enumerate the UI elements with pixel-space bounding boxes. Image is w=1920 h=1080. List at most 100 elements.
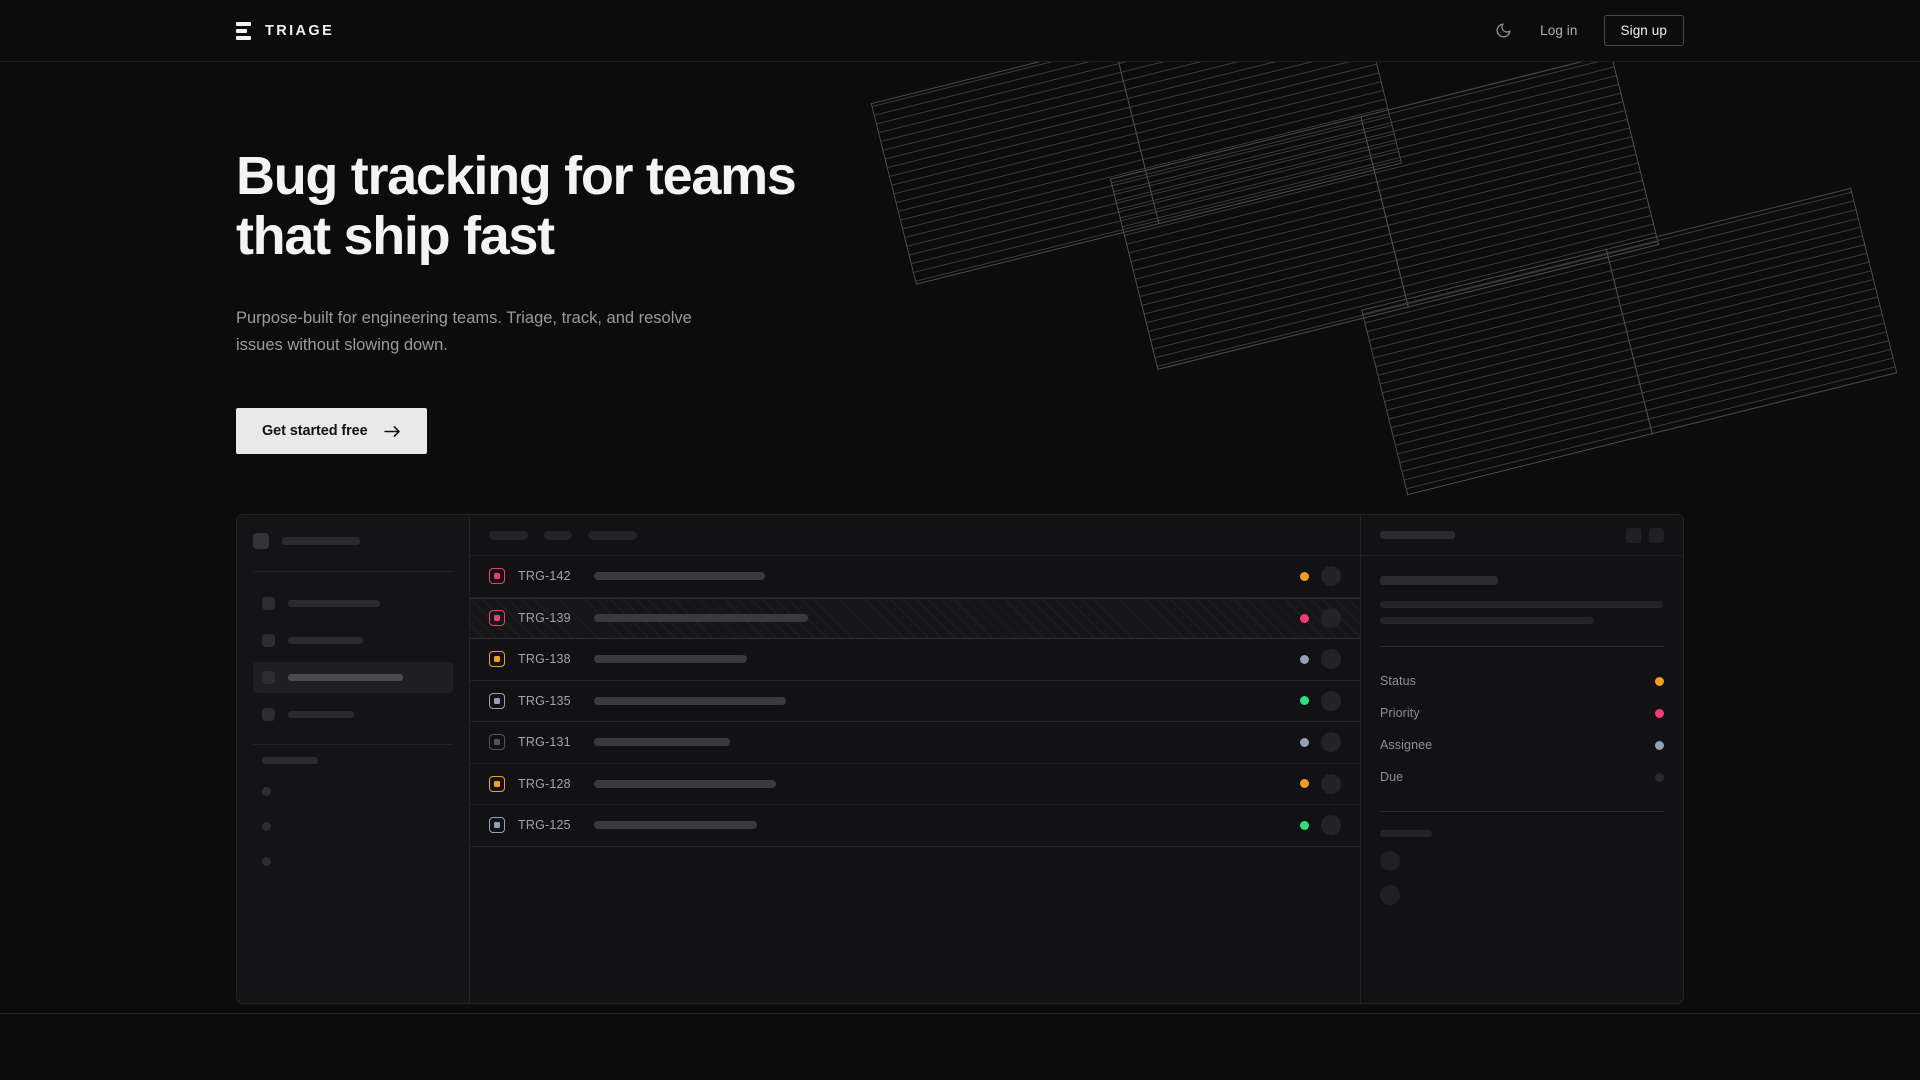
header-actions: Log in Sign up — [1492, 15, 1684, 46]
preview-sidebar-subitems — [253, 778, 453, 875]
preview-sidebar-item-2[interactable] — [253, 625, 453, 656]
preview-sidebar-item-4[interactable] — [253, 699, 453, 730]
issue-title-skeleton — [594, 614, 808, 623]
site-header: TRIAGE Log in Sign up — [0, 0, 1920, 62]
comment-avatar-1 — [1380, 851, 1400, 871]
issue-status-dot — [1300, 654, 1309, 664]
preview-filter-chip-3[interactable] — [588, 530, 637, 540]
page-bottom-rule — [0, 1013, 1920, 1014]
preview-comment-2 — [1380, 885, 1664, 905]
preview-detail-divider-2 — [1380, 811, 1664, 812]
detail-action-1-button[interactable] — [1626, 527, 1641, 543]
preview-logo-text-skeleton — [282, 537, 360, 545]
issue-title-skeleton — [594, 821, 757, 830]
issue-type-chip — [489, 817, 505, 834]
preview-sidebar-divider — [253, 571, 453, 572]
issue-key: TRG-131 — [518, 735, 571, 750]
preview-list-toolbar — [470, 515, 1360, 556]
hero-subtitle: Purpose-built for engineering teams. Tri… — [236, 308, 692, 354]
avatar — [1321, 815, 1341, 836]
preview-sidebar-subitem-1[interactable] — [253, 778, 453, 805]
preview-detail-actions — [1626, 527, 1664, 543]
preview-comment-1 — [1380, 851, 1664, 871]
avatar — [1321, 566, 1341, 587]
login-link[interactable]: Log in — [1540, 23, 1578, 38]
preview-sidebar-nav — [253, 588, 453, 730]
moon-icon[interactable] — [1492, 20, 1514, 42]
table-row[interactable]: TRG-139 — [470, 597, 1360, 639]
preview-sidebar-subitem-2[interactable] — [253, 813, 453, 840]
preview-sidebar-item-label-skeleton — [288, 600, 380, 607]
issue-title-skeleton — [594, 572, 765, 581]
table-row[interactable]: TRG-138 — [470, 639, 1360, 681]
detail-meta-row-priority[interactable]: Priority — [1380, 697, 1664, 729]
preview-filter-chip-2[interactable] — [544, 530, 572, 540]
preview-detail-footer-label — [1380, 830, 1432, 837]
issue-status-dot — [1300, 820, 1309, 830]
hero-section: Bug tracking for teams that ship fast Pu… — [0, 62, 1920, 514]
detail-meta-value-dot — [1655, 708, 1664, 718]
table-row[interactable]: TRG-142 — [470, 556, 1360, 598]
arrow-right-icon — [383, 425, 400, 437]
detail-meta-row-status[interactable]: Status — [1380, 665, 1664, 697]
table-row[interactable]: TRG-131 — [470, 722, 1360, 764]
preview-detail-line-1 — [1380, 601, 1663, 608]
preview-sidebar-item-3[interactable] — [253, 662, 453, 693]
issue-title-skeleton — [594, 779, 776, 788]
issue-type-chip — [489, 734, 505, 751]
preview-sidebar-item-icon — [262, 597, 275, 610]
issue-title-skeleton — [594, 655, 747, 664]
issue-type-chip — [489, 651, 505, 668]
preview-sidebar-logo[interactable] — [253, 533, 453, 549]
preview-sidebar-subitem-dot — [262, 857, 271, 866]
issue-type-chip — [489, 692, 505, 709]
issue-key: TRG-138 — [518, 652, 571, 667]
detail-meta-row-due[interactable]: Due — [1380, 761, 1664, 793]
preview-sidebar-item-1[interactable] — [253, 588, 453, 619]
detail-action-2-button[interactable] — [1649, 527, 1664, 543]
hero-title-line-2: that ship fast — [236, 206, 555, 267]
preview-detail-title-skeleton — [1380, 531, 1455, 539]
preview-filter-chip-1[interactable] — [489, 530, 528, 540]
brand-logo[interactable]: TRIAGE — [236, 21, 334, 40]
issue-status-dot — [1300, 696, 1309, 706]
avatar — [1321, 649, 1341, 670]
table-row[interactable]: TRG-125 — [470, 805, 1360, 847]
issue-key: TRG-128 — [518, 776, 571, 791]
signup-button[interactable]: Sign up — [1603, 15, 1684, 46]
preview-logo-icon — [253, 533, 269, 549]
avatar — [1321, 608, 1341, 629]
detail-meta-label: Assignee — [1380, 738, 1433, 752]
avatar — [1321, 773, 1341, 794]
preview-sidebar-subitem-3[interactable] — [253, 848, 453, 875]
issue-key: TRG-125 — [518, 818, 571, 833]
preview-sidebar-item-icon — [262, 671, 275, 684]
detail-meta-label: Status — [1380, 674, 1417, 688]
preview-sidebar-subitem-dot — [262, 822, 271, 831]
preview-sidebar-item-label-skeleton — [288, 637, 363, 644]
issue-status-dot — [1300, 571, 1309, 581]
issue-status-dot — [1300, 613, 1309, 623]
stacked-bars-logo-icon — [236, 21, 251, 40]
issue-key: TRG-142 — [518, 569, 571, 584]
get-started-button[interactable]: Get started free — [236, 408, 427, 455]
table-row[interactable]: TRG-135 — [470, 681, 1360, 722]
preview-detail-divider — [1380, 646, 1664, 647]
issue-type-chip — [489, 610, 505, 627]
table-row[interactable]: TRG-128 — [470, 764, 1360, 805]
preview-detail-text-skeleton — [1380, 576, 1664, 624]
get-started-label: Get started free — [262, 423, 368, 440]
preview-sidebar — [237, 515, 470, 1003]
preview-detail-line-2 — [1380, 617, 1594, 624]
issue-status-dot — [1300, 779, 1309, 789]
issue-title-skeleton — [594, 696, 786, 705]
hero-content: Bug tracking for teams that ship fast Pu… — [0, 62, 1920, 455]
detail-meta-row-assignee[interactable]: Assignee — [1380, 729, 1664, 761]
